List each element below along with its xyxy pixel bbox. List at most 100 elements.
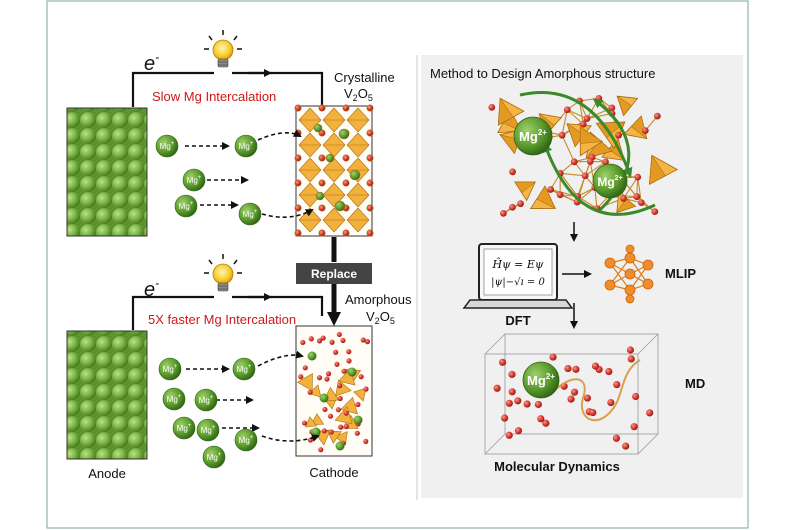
oxygen-atom (360, 337, 366, 343)
top-mg-ion-2: Mg+ (234, 134, 258, 158)
top-crystalline-cathode (294, 104, 374, 237)
oxygen-atom (329, 339, 335, 345)
oxygen-atom (337, 383, 343, 389)
oxygen-atom (354, 430, 360, 436)
replace-arrow: Replace (296, 237, 372, 326)
oxygen-atom (300, 339, 306, 346)
anode-caption: Anode (88, 466, 126, 481)
oxygen-atom (336, 331, 342, 338)
oxygen-atom (308, 336, 314, 342)
oxygen-atom (517, 200, 524, 208)
oxygen-atom (366, 154, 374, 162)
md-atom (498, 358, 507, 366)
top-mg-ion-5: Mg+ (238, 202, 262, 226)
bottom-amorphous-cathode (295, 325, 373, 457)
oxygen-atom (602, 158, 609, 166)
oxygen-atom (294, 154, 302, 162)
top-mg-ion-4: Mg+ (174, 194, 198, 218)
top-battery-panel: e- Slow Mg Intercalation Crystalline V2O… (66, 30, 395, 237)
oxygen-atom (294, 204, 302, 212)
top-intercalation-label: Slow Mg Intercalation (152, 89, 276, 104)
md-atom (508, 388, 516, 396)
amorphous-network: Mg2+ Mg2+ (488, 90, 679, 217)
md-atom (626, 346, 635, 354)
md-atom (632, 392, 640, 401)
oxygen-atom (364, 339, 371, 345)
oxygen-atom (318, 179, 326, 187)
vo-polyhedron (566, 123, 592, 148)
oxygen-atom (363, 438, 369, 444)
intercalated-mg (319, 393, 329, 403)
md-atom (542, 419, 550, 427)
bottom-ion-path-2 (257, 350, 304, 367)
oxygen-atom (294, 104, 302, 112)
bottom-anode (66, 330, 148, 460)
oxygen-atom (637, 199, 645, 207)
oxygen-atom (335, 407, 341, 413)
oxygen-atom (366, 204, 374, 212)
oxygen-atom (343, 423, 350, 430)
md-atom (501, 414, 509, 422)
svg-text:Mg+: Mg+ (237, 364, 252, 374)
svg-text:Mg+: Mg+ (239, 141, 254, 151)
top-lightbulb-icon (204, 30, 242, 68)
oxygen-atom (342, 154, 350, 162)
oxygen-atom (620, 195, 627, 202)
vo-polyhedron (514, 181, 536, 202)
top-mg-ion-1: Mg+ (155, 134, 179, 158)
md-atom (523, 400, 531, 408)
md-atom (505, 431, 513, 439)
vo-polyhedron (353, 387, 367, 402)
vo-polyhedron (310, 413, 325, 425)
network-bond (586, 113, 613, 120)
diffusion-arrow-1 (519, 90, 633, 178)
md-label: MD (685, 376, 705, 391)
md-atom (567, 395, 575, 403)
oxygen-atom (366, 179, 374, 187)
oxygen-atom (342, 104, 350, 112)
network-bond (567, 109, 588, 120)
vo-polyhedron (296, 372, 313, 392)
oxygen-atom (583, 115, 591, 122)
bottom-wire-left (131, 295, 214, 330)
svg-text:Mg+: Mg+ (179, 201, 194, 211)
oxygen-atom (499, 210, 507, 217)
md-atom (549, 353, 557, 361)
oxygen-atom (342, 179, 350, 187)
mlip-network-icon (604, 244, 654, 304)
vo-polyhedron (616, 95, 639, 117)
svg-text:Mg2+: Mg2+ (597, 175, 622, 189)
network-bond (561, 109, 568, 136)
intercalated-mg (338, 128, 350, 140)
oxygen-atom (338, 424, 344, 430)
oxygen-atom (324, 376, 330, 382)
md-atom (493, 384, 501, 392)
md-atom (570, 388, 579, 396)
md-atom (508, 370, 516, 379)
oxygen-atom (327, 413, 334, 419)
top-electron-label: e- (144, 50, 159, 75)
oxygen-atom (366, 229, 374, 237)
md-atom (613, 380, 621, 389)
bottom-mg-ion-3: Mg+ (162, 387, 186, 411)
intercalated-mg (313, 123, 323, 133)
md-atom (622, 442, 630, 450)
oxygen-atom (581, 172, 589, 180)
top-mg-ion-3: Mg+ (182, 168, 206, 192)
oxygen-atom (346, 358, 352, 364)
oxygen-atom (301, 420, 308, 426)
md-atom (605, 367, 613, 376)
oxygen-atom (318, 104, 326, 112)
bottom-mg-ion-1: Mg+ (158, 357, 182, 381)
svg-text:Mg+: Mg+ (167, 394, 182, 404)
network-bond (561, 134, 575, 163)
intercalated-mg (311, 427, 321, 437)
md-caption: Molecular Dynamics (494, 459, 620, 474)
intercalated-mg (335, 441, 345, 451)
intercalated-mg (347, 367, 357, 377)
diffusion-trajectory (554, 359, 641, 422)
md-atom (589, 408, 597, 417)
md-atom (572, 365, 580, 373)
network-bond (637, 177, 642, 203)
oxygen-atom (320, 335, 326, 341)
